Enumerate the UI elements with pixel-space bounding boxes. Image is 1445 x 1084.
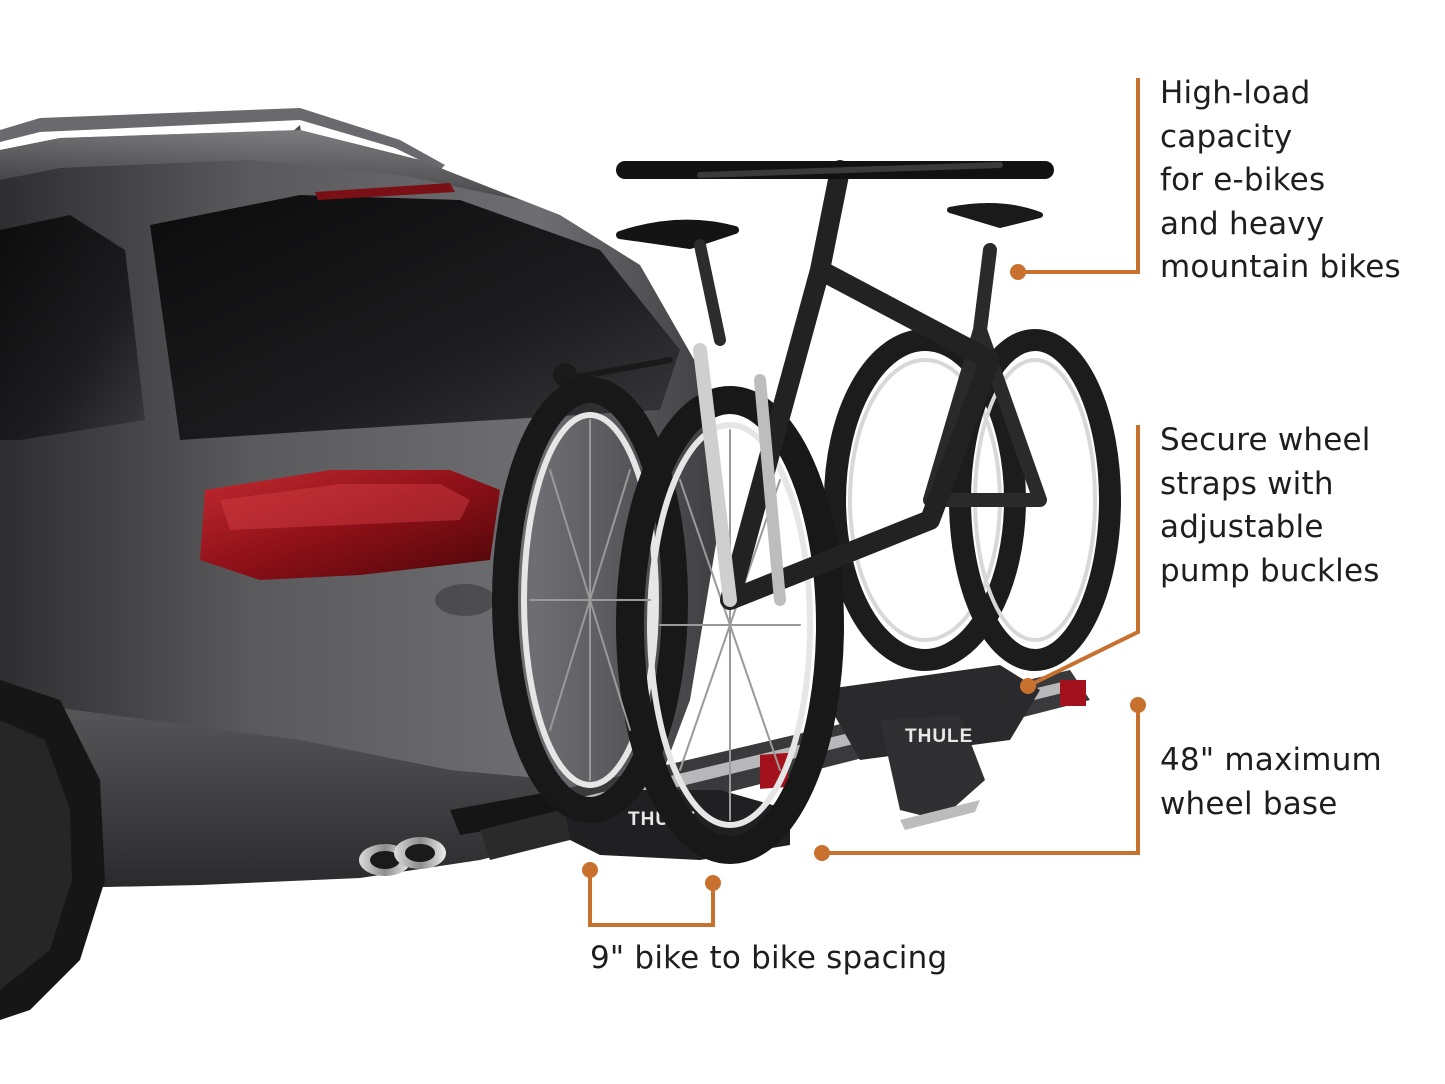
callout-line: straps with [1160, 465, 1334, 502]
brand-wordmark-rear: THULE [905, 726, 973, 747]
callout-line: adjustable [1160, 509, 1324, 545]
callout-leaders [588, 78, 1140, 927]
callout-line: mountain bikes [1160, 249, 1401, 285]
leader-wheel-straps [1029, 425, 1140, 687]
dot-wheel-straps [1020, 678, 1036, 694]
callout-wheel-straps: Secure wheel straps with adjustable pump… [1160, 419, 1380, 593]
callout-line: and heavy [1160, 205, 1325, 242]
callout-load-capacity: High-load capacity for e-bikes and heavy… [1160, 72, 1401, 290]
callout-line: 48" maximum [1160, 742, 1382, 778]
station-wagon [0, 108, 720, 1020]
dot-load-capacity [1010, 264, 1026, 280]
callout-wheel-base: 48" maximum wheel base [1160, 739, 1382, 826]
callout-bike-spacing: 9" bike to bike spacing [590, 937, 947, 981]
bicycles [492, 160, 1121, 864]
dot-wheel-base-end [814, 845, 830, 861]
callout-dots [582, 264, 1146, 891]
callout-line: pump buckles [1160, 552, 1380, 589]
leader-wheel-base [822, 705, 1140, 855]
callout-line: High-load [1160, 75, 1311, 111]
dot-spacing-right [705, 875, 721, 891]
front-bike [492, 160, 1054, 864]
callout-line: wheel base [1160, 785, 1338, 822]
leader-load-capacity [1022, 78, 1140, 274]
callout-line: capacity [1160, 118, 1293, 155]
dot-wheel-base-top [1130, 697, 1146, 713]
dot-spacing-left [582, 862, 598, 878]
rear-bike [824, 203, 1121, 671]
callout-line: for e-bikes [1160, 162, 1326, 198]
leader-bike-spacing [588, 870, 715, 927]
callout-line: Secure wheel [1160, 422, 1371, 458]
callout-line: 9" bike to bike spacing [590, 940, 948, 976]
